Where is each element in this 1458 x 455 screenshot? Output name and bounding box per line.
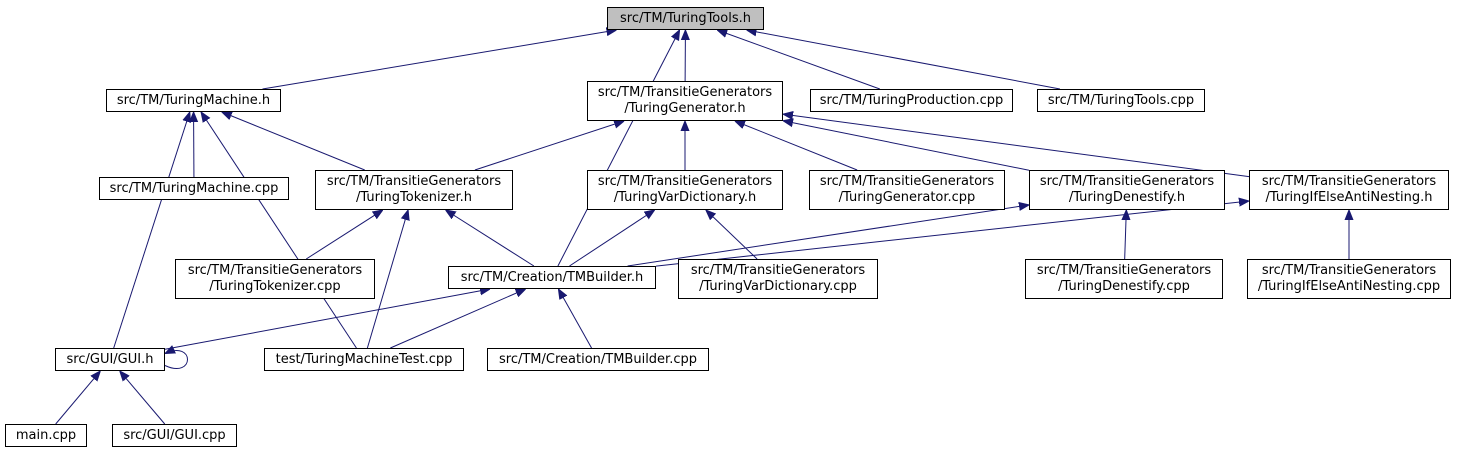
node-label-line: src/GUI/GUI.h	[66, 351, 154, 367]
node-label-line: /TuringVarDictionary.cpp	[699, 279, 857, 294]
node-label-line: src/GUI/GUI.cpp	[123, 427, 226, 443]
node-label-line: /TuringGenerator.cpp	[838, 190, 976, 205]
node-turing-var-dictionary-cpp[interactable]: src/TM/TransitieGenerators/TuringVarDict…	[678, 259, 878, 299]
node-label-line: src/TM/TuringTools.cpp	[1047, 92, 1195, 108]
edge-turing_denestify_h-to-turing_generator_h	[783, 121, 1030, 171]
node-turing-denestify-h[interactable]: src/TM/TransitieGenerators/TuringDenesti…	[1029, 170, 1225, 210]
node-turing-generator-cpp[interactable]: src/TM/TransitieGenerators/TuringGenerat…	[809, 170, 1005, 210]
edge-tm_builder_h-to-turing_var_dictionary_h	[569, 210, 654, 267]
node-label-line: /TuringTokenizer.h	[356, 190, 472, 205]
node-label-line: test/TuringMachineTest.cpp	[275, 351, 453, 367]
node-turing-machine-test-cpp[interactable]: test/TuringMachineTest.cpp	[264, 348, 464, 371]
node-label-line: src/TM/TransitieGenerators	[690, 263, 866, 278]
edge-tm_builder_h-to-turing_tools_h	[557, 30, 680, 267]
node-tm-builder-cpp[interactable]: src/TM/Creation/TMBuilder.cpp	[487, 348, 709, 371]
node-label-line: /TuringGenerator.h	[624, 101, 746, 116]
edge-turing_denestify_cpp-to-turing_denestify_h	[1125, 210, 1127, 260]
edge-turing_machine_h-to-turing_tools_h	[262, 30, 617, 90]
edge-turing_generator_cpp-to-turing_generator_h	[735, 121, 858, 171]
node-turing-machine-cpp[interactable]: src/TM/TuringMachine.cpp	[99, 177, 289, 200]
edge-tm_builder_h-to-turing_tokenizer_h	[446, 210, 535, 267]
node-label-line: src/TM/TransitieGenerators	[326, 174, 502, 189]
node-label-line: src/TM/TransitieGenerators	[597, 174, 773, 189]
node-label-line: /TuringTokenizer.cpp	[209, 279, 341, 294]
node-label-line: src/TM/TuringMachine.cpp	[109, 180, 279, 196]
edge-turing_tokenizer_h-to-turing_generator_h	[474, 121, 624, 171]
edge-main_cpp-to-gui_h	[55, 371, 101, 425]
edge-tm_builder_h-to-turing_if_else_anti_nesting_h	[655, 201, 1249, 267]
edge-turing_tokenizer_h-to-turing_machine_h	[222, 112, 365, 171]
edge-tm_builder_cpp-to-tm_builder_h	[558, 289, 592, 349]
node-label-line: src/TM/TransitieGenerators	[819, 174, 995, 189]
edge-gui_cpp-to-gui_h	[120, 371, 166, 425]
node-turing-tools-cpp[interactable]: src/TM/TuringTools.cpp	[1037, 89, 1205, 112]
node-label-line: src/TM/TuringTools.h	[620, 10, 751, 26]
node-label-line: src/TM/TuringMachine.h	[116, 92, 271, 108]
edge-gui_h-to-gui_h	[165, 350, 188, 369]
node-turing-machine-h[interactable]: src/TM/TuringMachine.h	[106, 89, 281, 112]
edge-gui_h-to-turing_machine_h	[113, 112, 190, 349]
node-label-line: /TuringIfElseAntiNesting.cpp	[1257, 279, 1441, 294]
node-turing-production-cpp[interactable]: src/TM/TuringProduction.cpp	[810, 89, 1013, 112]
node-label-line: src/TM/TransitieGenerators	[1261, 174, 1437, 189]
node-label-line: src/TM/TransitieGenerators	[1039, 174, 1215, 189]
node-tm-builder-h[interactable]: src/TM/Creation/TMBuilder.h	[448, 266, 656, 289]
node-label-line: src/TM/TuringProduction.cpp	[819, 92, 1004, 108]
node-turing-tools-h[interactable]: src/TM/TuringTools.h	[607, 7, 764, 30]
edge-turing_production_cpp-to-turing_tools_h	[717, 30, 880, 90]
edge-turing_machine_test_cpp-to-turing_machine_h	[201, 112, 357, 349]
edge-turing_tokenizer_cpp-to-turing_tokenizer_h	[305, 210, 383, 260]
node-label-line: src/TM/TransitieGenerators	[187, 263, 363, 278]
node-label-line: /TuringDenestify.cpp	[1058, 279, 1190, 294]
node-turing-tokenizer-h[interactable]: src/TM/TransitieGenerators/TuringTokeniz…	[315, 170, 513, 210]
node-turing-var-dictionary-h[interactable]: src/TM/TransitieGenerators/TuringVarDict…	[587, 170, 783, 210]
node-main-cpp[interactable]: main.cpp	[5, 424, 87, 447]
node-label-line: src/TM/Creation/TMBuilder.h	[460, 269, 644, 285]
node-gui-cpp[interactable]: src/GUI/GUI.cpp	[112, 424, 237, 447]
edge-turing_var_dictionary_cpp-to-turing_var_dictionary_h	[706, 210, 758, 260]
node-turing-tokenizer-cpp[interactable]: src/TM/TransitieGenerators/TuringTokeniz…	[175, 259, 375, 299]
node-turing-denestify-cpp[interactable]: src/TM/TransitieGenerators/TuringDenesti…	[1025, 259, 1223, 299]
node-gui-h[interactable]: src/GUI/GUI.h	[55, 348, 165, 371]
node-label-line: main.cpp	[15, 427, 77, 443]
node-label-line: src/TM/TransitieGenerators	[1036, 263, 1212, 278]
node-label-line: /TuringVarDictionary.h	[613, 190, 757, 205]
node-label-line: src/TM/Creation/TMBuilder.cpp	[498, 351, 697, 367]
edge-turing_machine_test_cpp-to-tm_builder_h	[390, 289, 525, 349]
node-label-line: /TuringDenestify.h	[1068, 190, 1186, 205]
node-label-line: src/TM/TransitieGenerators	[597, 85, 773, 100]
node-label-line: /TuringIfElseAntiNesting.h	[1265, 190, 1433, 205]
edge-gui_h-to-tm_builder_h	[164, 289, 490, 350]
edge-turing_tools_cpp-to-turing_tools_h	[747, 30, 1061, 90]
node-turing-if-else-anti-nesting-h[interactable]: src/TM/TransitieGenerators/TuringIfElseA…	[1249, 170, 1449, 210]
node-label-line: src/TM/TransitieGenerators	[1261, 263, 1437, 278]
edge-turing_if_else_anti_nesting_h-to-turing_generator_h	[783, 114, 1250, 178]
node-turing-generator-h[interactable]: src/TM/TransitieGenerators/TuringGenerat…	[587, 81, 783, 121]
node-turing-if-else-anti-nesting-cpp[interactable]: src/TM/TransitieGenerators/TuringIfElseA…	[1247, 259, 1451, 299]
edge-tm_builder_h-to-turing_denestify_h	[627, 205, 1029, 267]
edge-turing_machine_test_cpp-to-turing_tokenizer_h	[366, 210, 408, 349]
